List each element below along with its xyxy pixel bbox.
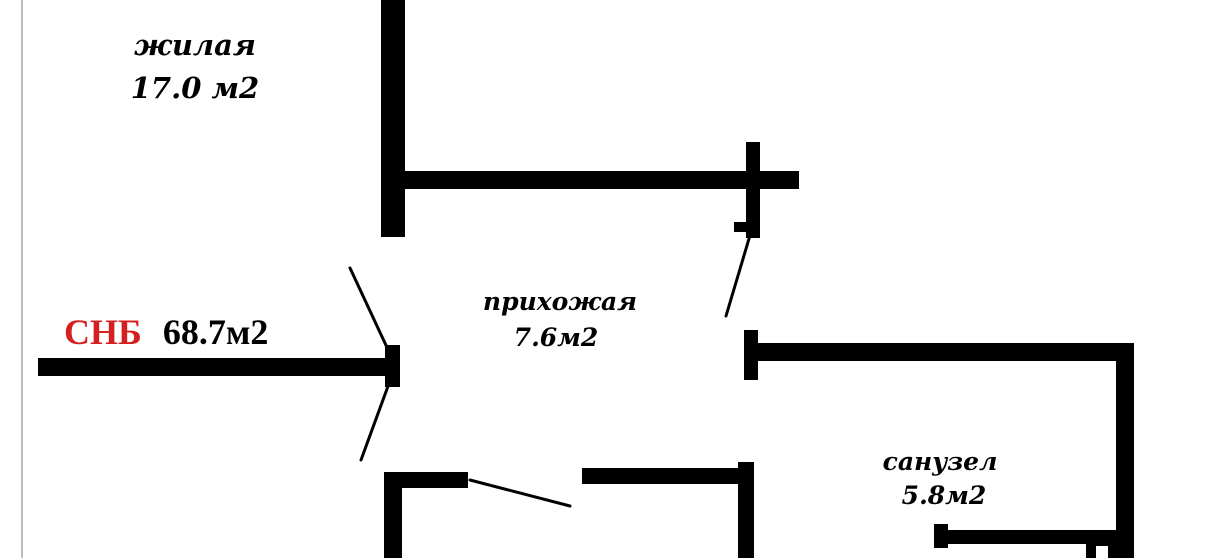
room-label-living: жилая 17.0 м2 (131, 28, 259, 105)
wall-bathroom-left-jamb (744, 330, 758, 380)
wall-bathroom-top (758, 343, 1134, 361)
wall-bathroom-fixture-gap (1096, 546, 1108, 558)
wall-lower-middle-vertical (738, 462, 754, 558)
room-label-bathroom: санузел 5.8м2 (883, 447, 998, 510)
wall-right-post-top (746, 142, 760, 238)
room-label-hallway: прихожая 7.6м2 (483, 287, 637, 352)
wall-lower-left-horizontal (384, 472, 468, 488)
door-swing-lower (468, 478, 572, 508)
room-name: жилая (134, 28, 256, 62)
room-name: санузел (883, 447, 998, 476)
room-area: 17.0 м2 (131, 71, 259, 105)
wall-bathroom-bottom (934, 530, 1118, 544)
wall-upper-vertical (381, 0, 405, 237)
wall-middle-horizontal (38, 358, 390, 376)
room-area: 7.6м2 (514, 323, 599, 352)
total-value: 68.7м2 (163, 312, 269, 352)
wall-right-post-stub (734, 222, 748, 232)
total-area: СНБ 68.7м2 (64, 312, 268, 352)
wall-door-jamb (385, 345, 400, 387)
door-swing-upper-left (348, 266, 393, 358)
wall-lower-middle-horizontal (582, 468, 754, 484)
wall-bathroom-right (1116, 343, 1134, 558)
room-name: прихожая (483, 287, 637, 316)
wall-upper-horizontal (405, 171, 799, 189)
wall-lower-left-vertical (384, 472, 402, 558)
door-swing-lower-left (359, 376, 393, 462)
total-prefix: СНБ (64, 312, 142, 352)
room-area: 5.8м2 (902, 481, 987, 510)
door-swing-upper-right (724, 230, 753, 318)
